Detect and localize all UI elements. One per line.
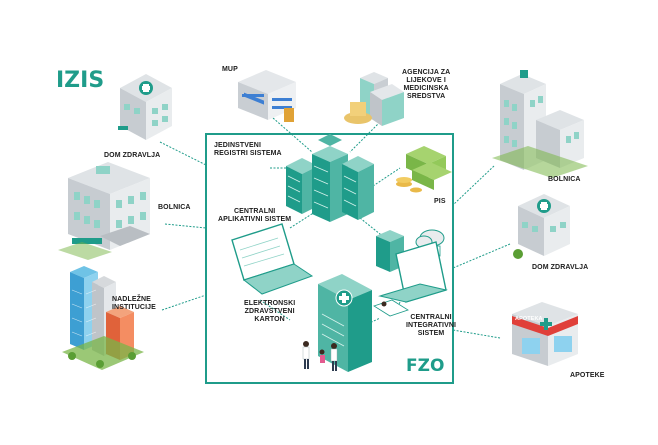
label-pis: PIS (434, 198, 446, 205)
link-mup (272, 117, 313, 153)
label-mup: MUP (222, 66, 238, 73)
label-dom-zdravlja-left: DOM ZDRAVLJA (104, 152, 161, 159)
apoteke-building (512, 302, 578, 366)
people (302, 341, 338, 371)
agencija-building (344, 72, 404, 126)
izis-logo: IZIS (56, 68, 105, 93)
link-agencija (349, 121, 381, 153)
label-apoteke: APOTEKE (570, 372, 605, 379)
label-institucije: NADLEŽNE INSTITUCIJE (112, 296, 156, 311)
link-institucije (161, 294, 207, 311)
desk-person (373, 299, 409, 317)
bolnica-right-building (492, 70, 588, 178)
link-dom-zdravlja-left (159, 141, 207, 166)
laptop-right (378, 241, 448, 303)
link-bolnica-right (452, 165, 495, 206)
institucije-buildings (62, 266, 144, 370)
link-bolnica-left (164, 223, 207, 229)
dom-zdravlja-left-building (118, 74, 172, 140)
label-centralni-integrativni: CENTRALNI INTEGRATIVNI SISTEM (406, 314, 457, 337)
label-dom-zdravlja-right: DOM ZDRAVLJA (532, 264, 589, 271)
label-registri: JEDINSTVENI REGISTRI SISTEMA (214, 142, 282, 157)
server-racks (286, 134, 374, 222)
label-bolnica-left: BOLNICA (158, 204, 191, 211)
label-centralni-aplikativni: CENTRALNI APLIKATIVNI SISTEM (218, 208, 292, 223)
link-dom-zdravlja-right (452, 243, 511, 269)
health-card (318, 274, 372, 372)
fzo-badge: FZO (406, 356, 445, 376)
connectors (159, 117, 511, 339)
label-elektronski-karton: ELEKTRONSKI ZDRAVSTVENI KARTON (244, 300, 296, 323)
apoteka-sign: APOTEKA (515, 316, 543, 322)
laptop-left (231, 223, 314, 295)
money-stack (396, 146, 452, 193)
mup-building (238, 70, 296, 122)
bolnica-left-building (58, 162, 150, 260)
dom-zdravlja-right-building (513, 194, 570, 259)
link-pis (369, 167, 401, 189)
fzo-frame (205, 133, 454, 384)
label-bolnica-right: BOLNICA (548, 176, 581, 183)
link-apoteke (452, 329, 501, 339)
label-agencija: AGENCIJA ZA LIJEKOVE I MEDICINSKA SREDST… (402, 69, 451, 100)
